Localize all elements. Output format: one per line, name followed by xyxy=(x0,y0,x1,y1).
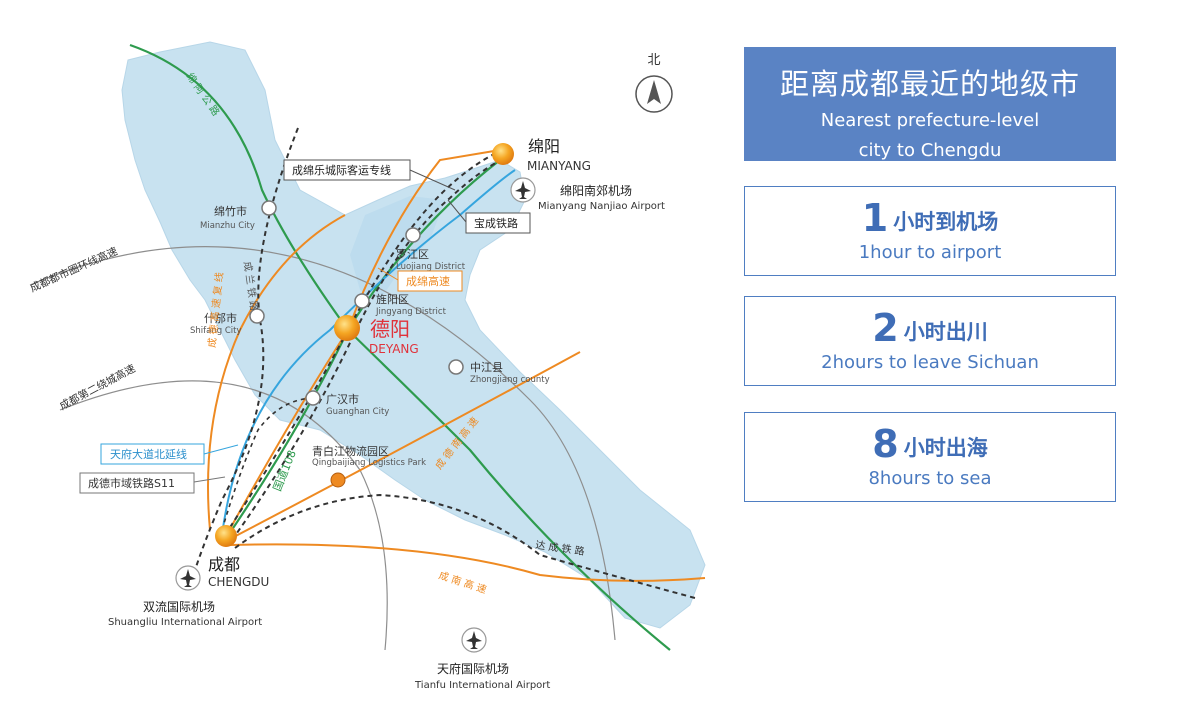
deyang-label-zh: 德阳 xyxy=(370,317,410,341)
luojiang-label-en: Luojiang District xyxy=(396,262,466,272)
jingyang-label-zh: 旌阳区 xyxy=(376,292,409,306)
title-en-line2: city to Chengdu xyxy=(858,140,1002,161)
callout-tianfu-avenue: 天府大道北延线 xyxy=(100,443,239,465)
second-ring-arc xyxy=(59,380,388,651)
callout-baocheng-railway-label: 宝成铁路 xyxy=(474,216,518,230)
title-zh: 距离成都最近的地级市 xyxy=(779,67,1080,101)
mianyang-airport-label-zh: 绵阳南郊机场 xyxy=(560,183,632,198)
jingyang-marker xyxy=(354,293,370,309)
guodao-label: 国道108 xyxy=(270,448,299,493)
callout-chengmian-expressway-label: 成绵高速 xyxy=(406,274,450,288)
jingyang-label-en: Jingyang District xyxy=(375,307,447,317)
deyang-label-en: DEYANG xyxy=(369,342,419,356)
s11-rail xyxy=(221,397,313,531)
chengdu-label-en: CHENGDU xyxy=(208,575,269,589)
guanghan-marker xyxy=(305,390,321,406)
zhongjiang-label-en: Zhongjiang county xyxy=(470,375,550,385)
north-arrow-icon xyxy=(647,80,661,104)
stat-sea-zh: 小时出海 xyxy=(903,436,988,460)
dark-rail-1 xyxy=(224,149,503,536)
mianyang-marker xyxy=(492,143,514,165)
stat-airport-number: 1 xyxy=(861,196,889,240)
title-en-line1: Nearest prefecture-level xyxy=(820,110,1040,131)
mianyang-label-zh: 绵阳 xyxy=(528,137,560,156)
guanghan-label-zh: 广汉市 xyxy=(326,392,359,406)
qingbaijiang-label-en: Qingbaijiang Logistics Park xyxy=(312,458,426,468)
callout-baocheng-railway: 宝成铁路 xyxy=(447,199,531,234)
zhongjiang-marker xyxy=(448,359,464,375)
zhongjiang-label-zh: 中江县 xyxy=(470,361,503,374)
mianyang-airport-label-en: Mianyang Nanjiao Airport xyxy=(538,201,665,212)
deyang-marker xyxy=(334,315,360,341)
stat-leave-sichuan: 2 小时出川 2hours to leave Sichuan xyxy=(744,296,1116,386)
shuangliu-airport-label-zh: 双流国际机场 xyxy=(143,600,215,614)
callout-chengmian-intercity-label: 成绵乐城际客运专线 xyxy=(292,163,391,177)
stat-leave-sichuan-number: 2 xyxy=(872,306,899,350)
stat-airport-en: 1hour to airport xyxy=(858,242,1002,263)
dacheng-rail xyxy=(234,493,696,599)
tianfu-airport-label-en: Tianfu International Airport xyxy=(414,680,550,691)
shifang-label-en: Shifang City xyxy=(190,326,242,336)
chengnan-label: 成 南 高 速 xyxy=(437,568,488,596)
orange-road-south xyxy=(229,543,706,582)
deyang-region xyxy=(121,41,706,629)
shuangliu-airport-icon xyxy=(175,565,201,591)
shifang-label-zh: 什邡市 xyxy=(204,311,237,325)
qingbaijiang-label-zh: 青白江物流园区 xyxy=(312,444,389,458)
luojiang-marker xyxy=(405,227,421,243)
stat-airport-zh: 小时到机场 xyxy=(893,210,999,234)
qingbaijiang-marker xyxy=(330,472,346,488)
stat-leave-sichuan-en: 2hours to leave Sichuan xyxy=(821,352,1039,373)
mianyang-label-en: MIANYANG xyxy=(527,159,591,173)
stat-sea-en: 8hours to sea xyxy=(868,468,992,489)
callout-tianfu-avenue-label: 天府大道北延线 xyxy=(110,447,187,461)
stat-sea: 8 小时出海 8hours to sea xyxy=(744,412,1116,502)
luojiang-label-zh: 罗江区 xyxy=(396,248,429,261)
chengdu-label-zh: 成都 xyxy=(208,555,240,574)
tianfu-airport-label-zh: 天府国际机场 xyxy=(437,661,509,676)
shifang-marker xyxy=(249,308,265,324)
ring-expressway-arc xyxy=(29,246,616,641)
compass-label: 北 xyxy=(647,53,660,68)
orange-road-west xyxy=(207,214,346,531)
tianfu-airport-icon xyxy=(461,627,487,653)
stat-airport: 1 小时到机场 1hour to airport xyxy=(744,186,1116,276)
guanghan-label-en: Guanghan City xyxy=(326,407,389,417)
mianzhu-label-en: Mianzhu City xyxy=(200,221,255,231)
chenglan-rail xyxy=(194,127,299,571)
second-ring-label: 成都第二绕城高速 xyxy=(57,362,138,413)
stat-sea-number: 8 xyxy=(872,422,899,466)
callout-chengmian-intercity: 成绵乐城际客运专线 xyxy=(283,159,456,191)
callout-chengde-s11: 成德市域铁路S11 xyxy=(79,472,226,494)
mianzhu-label-zh: 绵竹市 xyxy=(214,204,247,218)
chengdu-marker xyxy=(215,525,237,547)
ring-expressway-label: 成都都市圈环线高速 xyxy=(28,244,120,295)
stat-leave-sichuan-zh: 小时出川 xyxy=(903,320,988,344)
shuangliu-airport-label-en: Shuangliu International Airport xyxy=(108,617,262,628)
mianzhu-marker xyxy=(261,200,277,216)
dark-rail-2 xyxy=(231,157,506,541)
callout-chengde-s11-label: 成德市域铁路S11 xyxy=(88,476,175,490)
region-map: 北 德阳 DEYANG 绵阳 MIANYANG 成都 CHENGDU 绵竹市 什… xyxy=(28,41,706,691)
orange-road-east xyxy=(227,351,581,541)
callout-chengmian-expressway: 成绵高速 xyxy=(377,267,463,292)
title-box: 距离成都最近的地级市 Nearest prefecture-level city… xyxy=(744,47,1116,161)
mianyang-airport-icon xyxy=(510,177,536,203)
compass: 北 xyxy=(635,53,673,113)
